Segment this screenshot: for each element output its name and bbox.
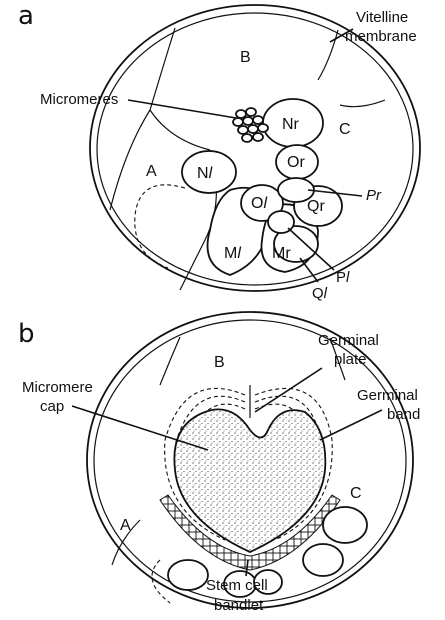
cell-label-Ml: Ml [224,245,241,262]
cell-label-Ol: Ol [251,195,267,212]
panel-a-letter: a [18,1,34,31]
cell-label-Nl: Nl [197,165,213,182]
label-stem-1: Stem cell [206,577,268,594]
panel-a: a [18,1,420,302]
cell-b-label-C: C [350,485,362,502]
panel-b: b B A C Germinal plate [18,312,420,614]
label-micromere-cap-1: Micromere [22,379,93,396]
label-micromeres: Micromeres [40,91,118,108]
cell-label-A: A [146,163,157,180]
label-Ql: Ql [312,285,328,302]
label-germinal-band-1: Germinal [357,387,418,404]
cell-b-label-B: B [214,354,225,371]
cell-label-Qr: Qr [307,198,325,215]
label-vitelline-2: membrane [345,28,417,45]
label-germinal-plate-2: plate [334,351,367,368]
cell-label-Nr: Nr [282,116,300,133]
label-Pl: Pl [336,269,350,286]
cell-b-left-1 [168,560,208,590]
cell-b-right-2 [303,544,343,576]
label-micromere-cap-2: cap [40,398,64,415]
cell-b-label-A: A [120,517,131,534]
cell-label-B: B [240,49,251,66]
cell-label-Mr: Mr [272,245,291,262]
label-vitelline-1: Vitelline [356,9,408,26]
label-stem-2: bandlet [214,597,264,614]
panel-b-letter: b [18,319,35,349]
cell-b-right-1 [323,507,367,543]
cell-label-C: C [339,121,351,138]
label-germinal-plate-1: Germinal [318,332,379,349]
label-Pr: Pr [366,187,382,204]
cell-label-Or: Or [287,154,305,171]
label-germinal-band-2: band [387,406,420,423]
